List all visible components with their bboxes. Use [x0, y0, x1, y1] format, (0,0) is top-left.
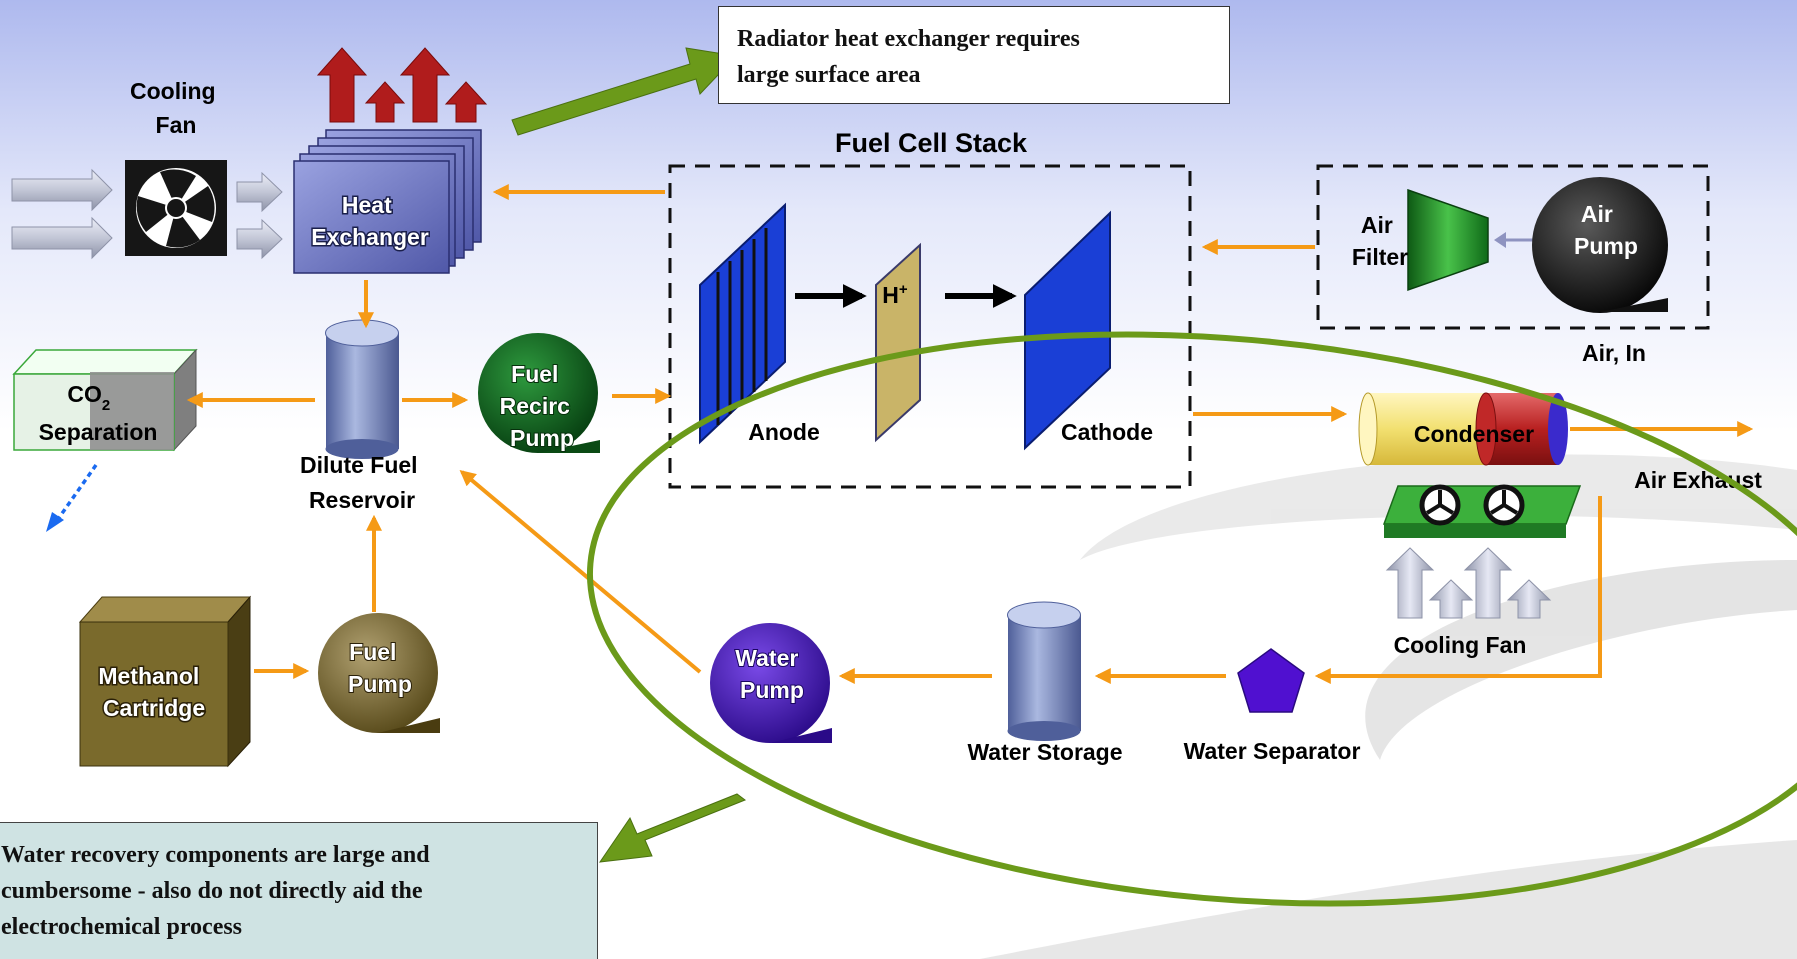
h-plus-label: H+ — [882, 281, 908, 308]
air-pump — [1532, 177, 1668, 313]
water-storage-label: Water Storage — [967, 739, 1122, 765]
fuel-cell-stack-boundary — [668, 164, 1192, 489]
fuel-pump — [318, 613, 440, 733]
water-separator — [1237, 648, 1305, 713]
water-pump-to-reservoir-arrow — [459, 469, 702, 674]
air-in-label: Air, In — [1582, 340, 1646, 366]
heat-exchanger — [293, 129, 482, 274]
water-recovery-callout-line-2: cumbersome - also do not directly aid th… — [1, 878, 423, 904]
anode-label: Anode — [748, 419, 820, 445]
water-separator-label: Water Separator — [1184, 738, 1361, 764]
anode-plate — [699, 202, 786, 445]
co2-separation-label: CO2 Separation — [39, 381, 158, 445]
cathode-plate — [1024, 210, 1111, 451]
callout-arrow-bottom — [598, 793, 747, 863]
co2-vent-arrow — [54, 463, 98, 524]
water-pump-label: Water Pump — [735, 645, 804, 703]
radiator-callout: Radiator heat exchanger requires large s… — [718, 6, 1230, 104]
methanol-cartridge-label: Methanol Cartridge — [98, 663, 205, 721]
fuel-cell-stack-title: Fuel Cell Stack — [835, 128, 1028, 158]
air-filter — [1407, 188, 1489, 292]
fuel-recirc-pump — [478, 333, 600, 453]
fuel-pump-label: Fuel Pump — [348, 639, 412, 697]
water-recovery-callout-line-1: Water recovery components are large and — [1, 842, 430, 868]
radiator-callout-line-1: Radiator heat exchanger requires — [737, 26, 1080, 52]
methanol-cartridge — [78, 595, 252, 768]
cooling-fan-top-label: Cooling Fan — [130, 78, 222, 138]
water-storage — [1007, 601, 1081, 741]
condenser-cooling-arrows — [1385, 547, 1552, 619]
air-filter-label: Air Filter — [1352, 212, 1408, 270]
heat-release-arrows — [316, 47, 488, 123]
water-pump — [710, 623, 832, 743]
condenser-fan-tray — [1382, 484, 1582, 538]
water-recovery-callout-line-3: electrochemical process — [1, 914, 243, 940]
co2-separation — [12, 348, 198, 452]
fuel-recirc-pump-label: Fuel Recirc Pump — [500, 361, 577, 451]
water-recovery-highlight — [586, 331, 1797, 907]
condenser-to-separator-arrow — [1314, 496, 1602, 684]
air-intake-arrows — [11, 168, 283, 260]
flow-arrows — [186, 184, 1754, 684]
dilute-fuel-reservoir-label: Dilute Fuel Reservoir — [300, 452, 424, 513]
dilute-fuel-reservoir — [325, 319, 399, 459]
condenser-label: Condenser — [1414, 421, 1534, 447]
heat-exchanger-label: Heat Exchanger — [311, 192, 429, 250]
cooling-fan-right-label: Cooling Fan — [1394, 632, 1527, 658]
water-recovery-callout: Water recovery components are large and … — [0, 822, 598, 959]
cooling-fan-top — [125, 160, 227, 256]
cathode-label: Cathode — [1061, 419, 1153, 445]
condenser — [1358, 392, 1568, 466]
air-pump-label: Air Pump — [1574, 201, 1638, 259]
radiator-callout-line-2: large surface area — [737, 62, 921, 88]
membrane-plate — [875, 242, 921, 443]
